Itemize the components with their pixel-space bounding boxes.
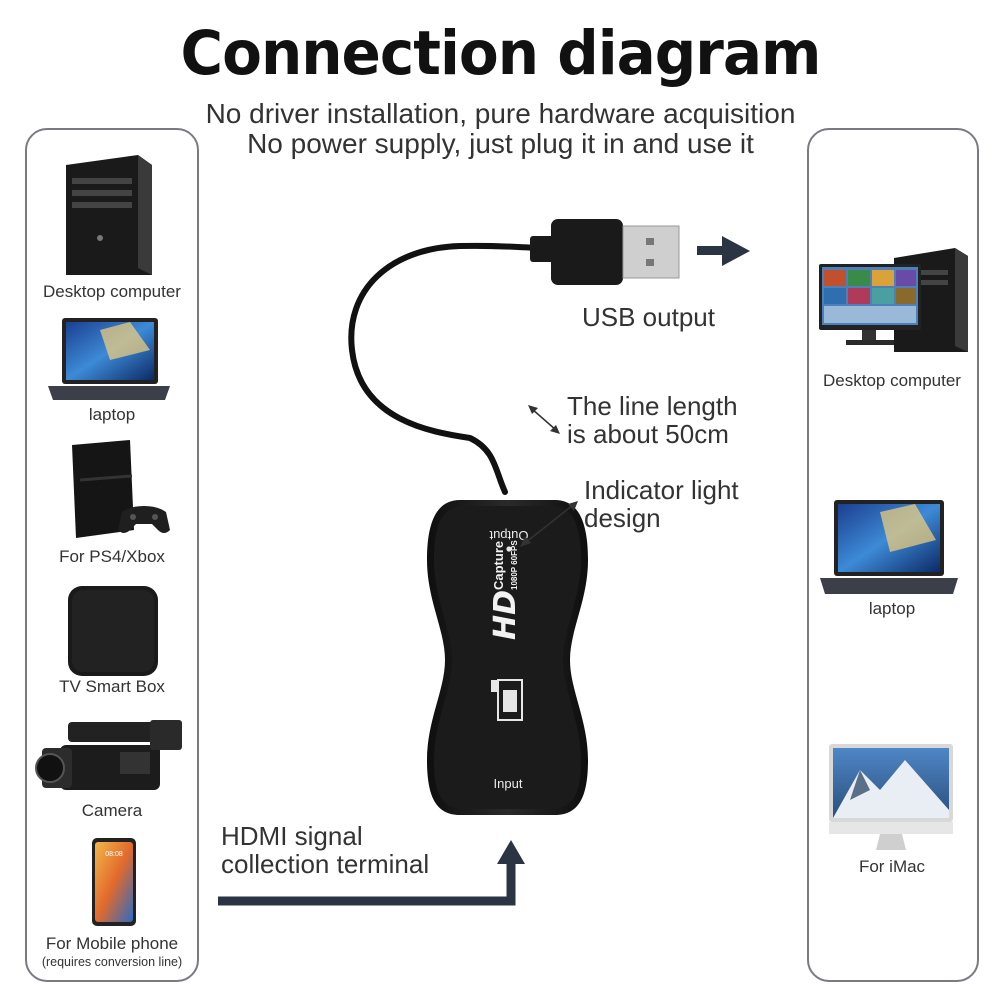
hdmi-input-arrow (218, 840, 525, 906)
left-device-label-phone: For Mobile phone (45, 934, 179, 953)
svg-text:1080P 60FPS: 1080P 60FPS (510, 540, 519, 590)
tv-box-icon (68, 586, 158, 676)
subtitle-line-1: No driver installation, pure hardware ac… (205, 98, 796, 129)
device-output-label: Output (489, 528, 528, 543)
usb-connector (530, 219, 680, 285)
hdmi-label-2: collection terminal (221, 849, 430, 879)
device-brand: HD Capture 1080P 60FPS (488, 540, 523, 640)
usb-output-arrow (697, 236, 750, 266)
svg-text:HD: HD (488, 590, 523, 640)
svg-text:08:08: 08:08 (105, 851, 123, 858)
imac-icon (829, 744, 953, 850)
line-length-arrow (528, 405, 560, 434)
hdmi-label-1: HDMI signal (221, 821, 363, 851)
left-device-label-console: For PS4/Xbox (59, 547, 165, 566)
indicator-label-1: Indicator light (584, 475, 739, 505)
left-device-note-phone: (requires conversion line) (41, 955, 183, 969)
right-device-label-imac: For iMac (858, 857, 926, 876)
left-device-label-desktop: Desktop computer (43, 282, 181, 301)
left-device-label-tvbox: TV Smart Box (59, 677, 165, 696)
capture-device (427, 500, 588, 815)
usb-output-label: USB output (582, 302, 715, 332)
indicator-arrow (520, 501, 578, 547)
game-console-icon (72, 440, 170, 538)
subtitle-line-2: No power supply, just plug it in and use… (247, 128, 754, 159)
laptop-icon (820, 500, 958, 594)
right-device-label-desktop: Desktop computer (823, 371, 961, 390)
line-length-label-2: is about 50cm (567, 419, 729, 449)
desktop-with-monitor-icon (819, 248, 968, 352)
left-device-label-camera: Camera (81, 801, 143, 820)
camcorder-icon (35, 720, 182, 790)
usb-cable (348, 242, 551, 495)
right-device-label-laptop: laptop (868, 599, 916, 618)
device-input-label: Input (494, 776, 523, 791)
line-length-label-1: The line length (567, 391, 738, 421)
left-device-label-laptop: laptop (88, 405, 136, 424)
page-title: Connection diagram (180, 17, 822, 89)
indicator-light (506, 546, 512, 552)
svg-text:Capture: Capture (491, 541, 506, 590)
desktop-tower-icon (66, 155, 152, 275)
indicator-label-2: design (584, 503, 661, 533)
smartphone-icon: 08:08 (92, 838, 136, 926)
laptop-icon (48, 318, 170, 400)
